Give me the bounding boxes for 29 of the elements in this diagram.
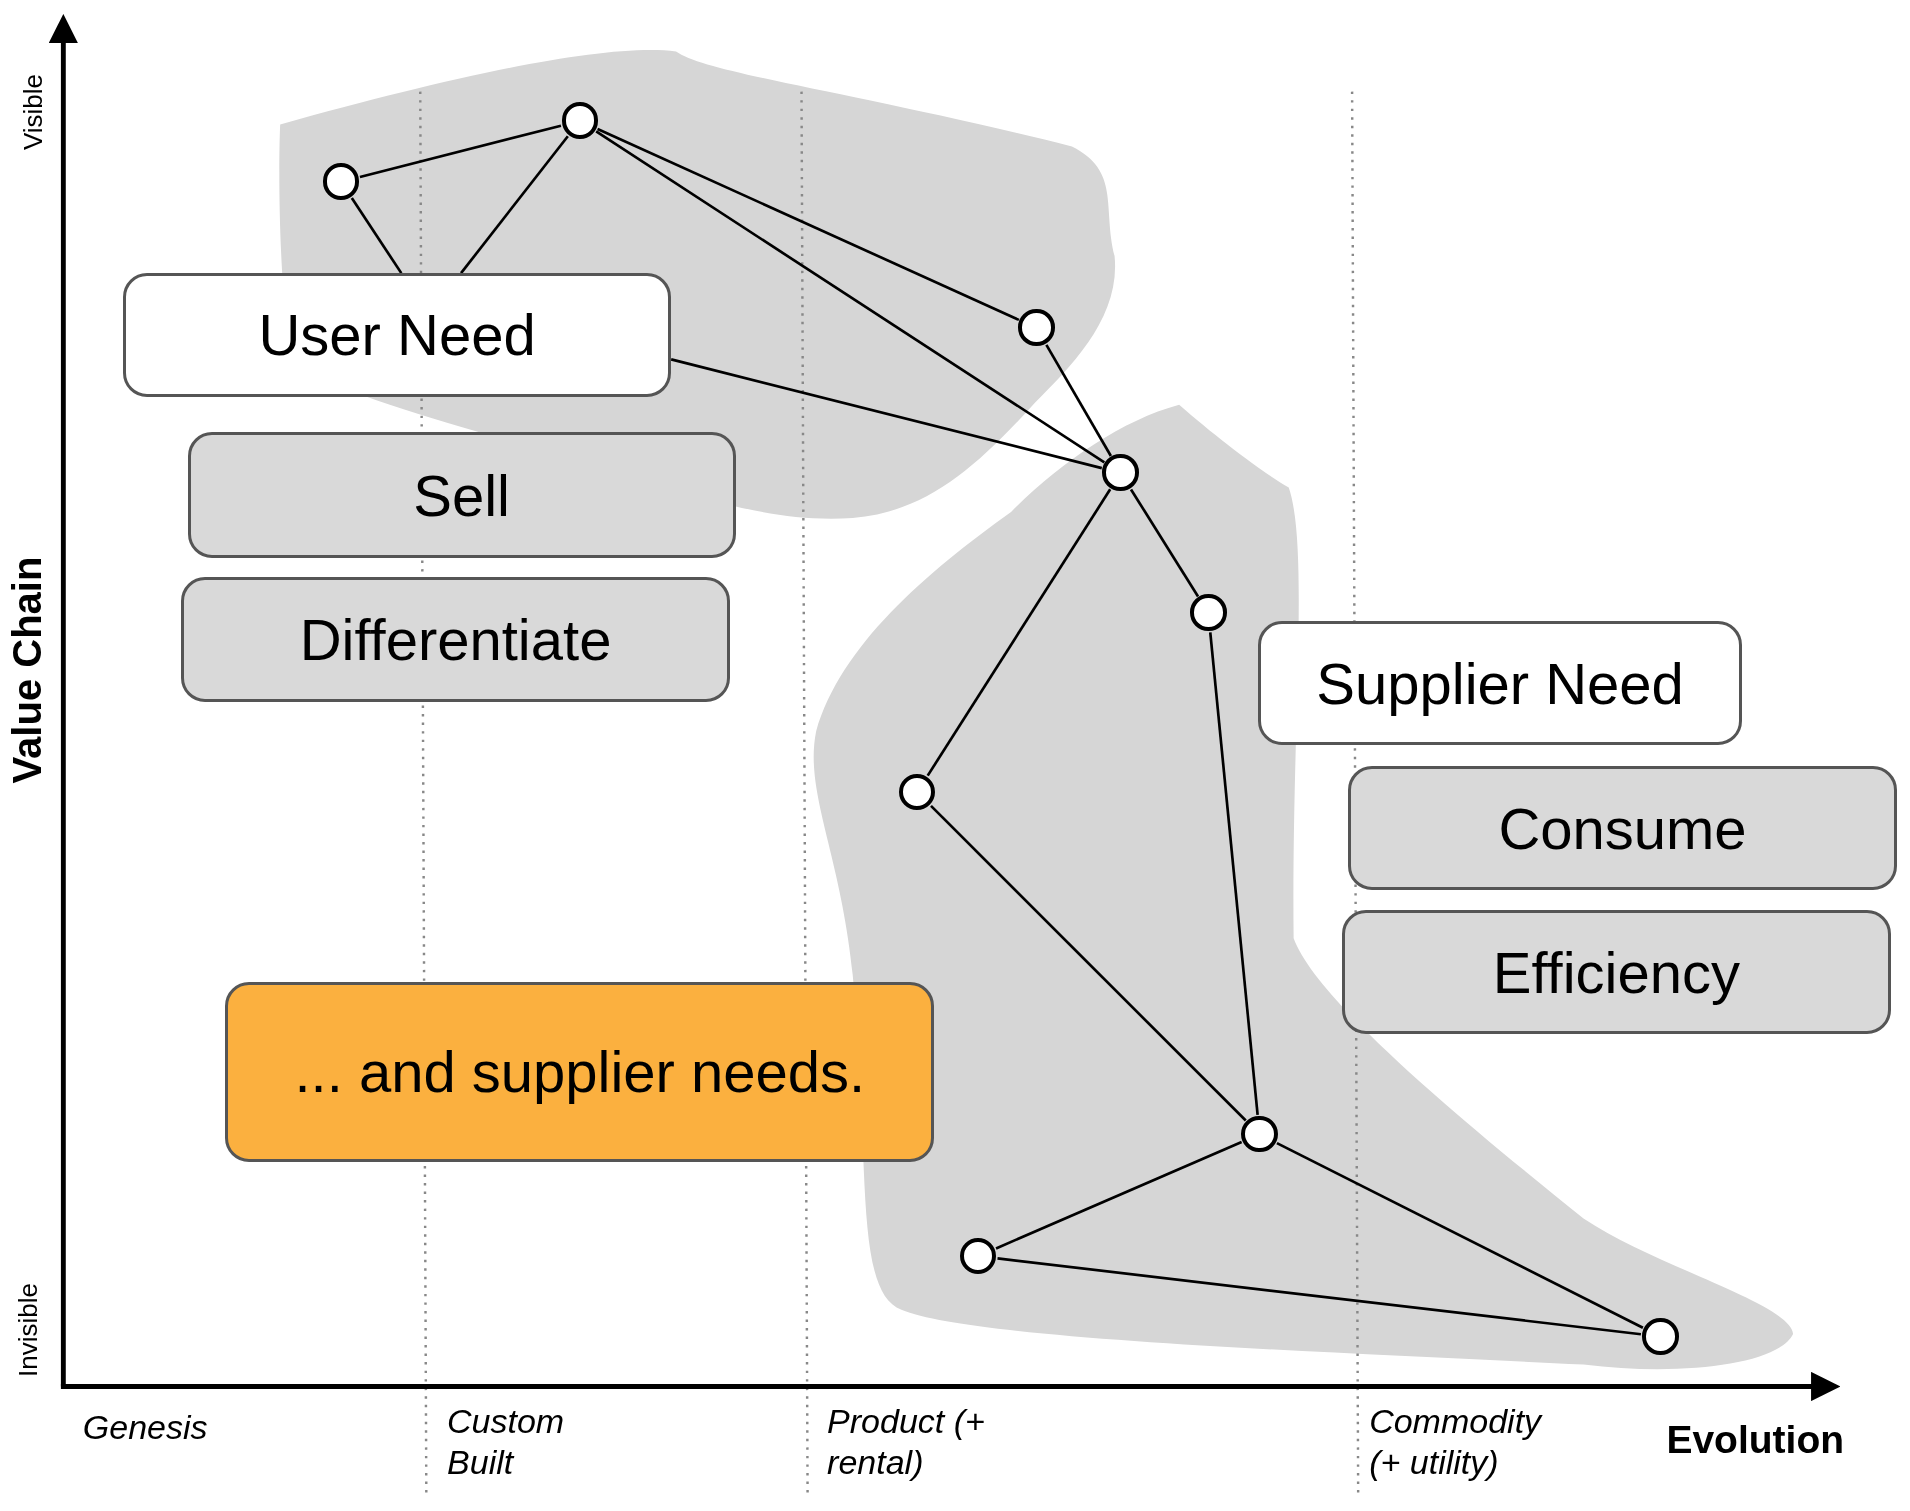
connector-line — [597, 127, 1020, 322]
label-box: Sell — [187, 432, 736, 558]
axis-end-label: Visible — [18, 74, 50, 151]
evolution-stage-label: Commodity (+ utility) — [1369, 1400, 1544, 1483]
axis-end-label: Invisible — [13, 1283, 45, 1378]
label-box: User Need — [123, 272, 672, 398]
connector-line — [926, 488, 1112, 777]
label-box: ... and supplier needs. — [225, 981, 935, 1163]
connector-line — [350, 197, 403, 274]
axis-title: Value Chain — [3, 556, 50, 784]
connector-line — [1129, 488, 1200, 598]
connector-line — [997, 1257, 1642, 1336]
label-box: Efficiency — [1342, 909, 1891, 1035]
evolution-stage-label: Genesis — [82, 1406, 208, 1448]
connector-line — [995, 1140, 1243, 1250]
connector-line — [1045, 344, 1113, 457]
connector-line — [595, 130, 1106, 464]
connector-line — [670, 358, 1103, 470]
evolution-stage-label: Product (+ rental) — [827, 1400, 986, 1483]
label-box: Differentiate — [181, 577, 730, 702]
evolution-stage-label: Custom Built — [447, 1400, 566, 1483]
axis-title: Evolution — [1666, 1416, 1845, 1463]
connector-line — [1208, 632, 1259, 1116]
connector-line — [1276, 1141, 1644, 1329]
connector-line — [459, 135, 569, 274]
label-box: Consume — [1348, 766, 1897, 891]
connector-line — [359, 124, 562, 179]
connector-line — [930, 804, 1247, 1122]
label-box: Supplier Need — [1258, 621, 1742, 746]
